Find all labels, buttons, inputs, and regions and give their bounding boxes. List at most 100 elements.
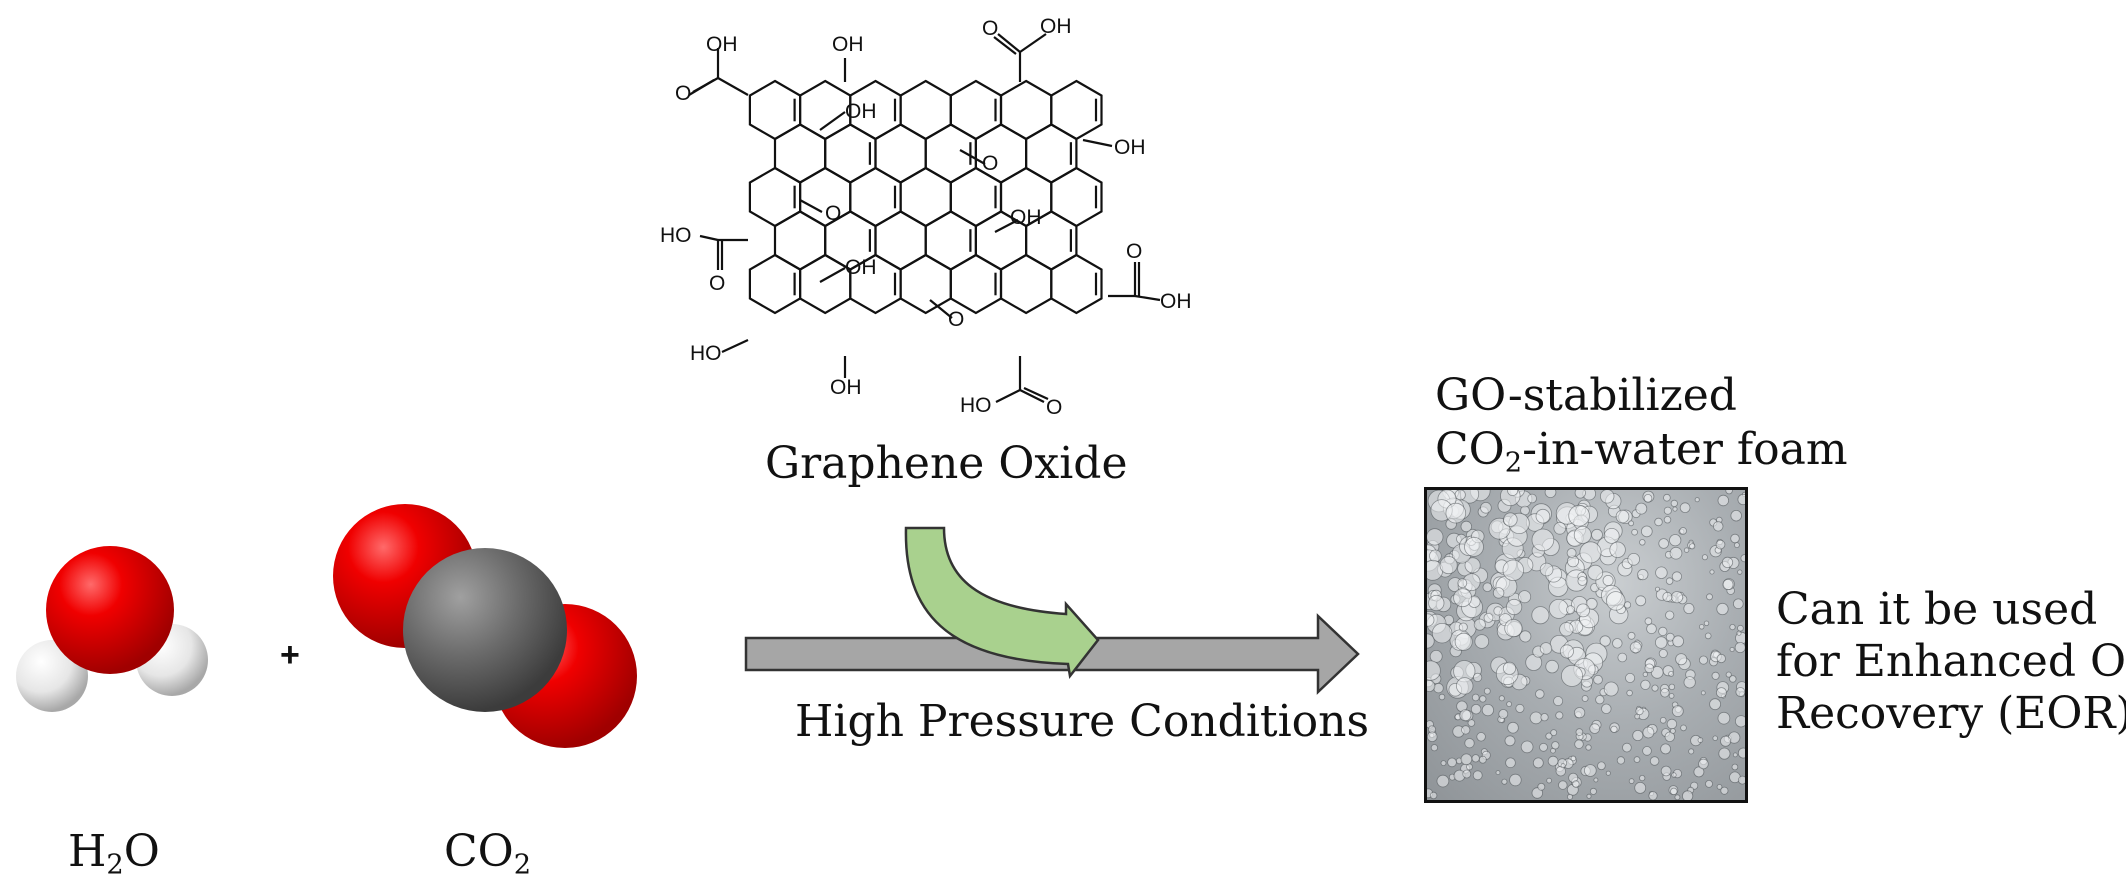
- foam-bubble: [1679, 527, 1687, 535]
- foam-bubble: [1732, 598, 1744, 610]
- foam-bubble: [1509, 773, 1522, 787]
- foam-bubble: [1716, 784, 1723, 790]
- foam-bubble: [1639, 774, 1646, 782]
- foam-bubble: [1622, 742, 1632, 753]
- foam-bubble: [1706, 593, 1713, 601]
- foam-bubble: [1666, 718, 1678, 730]
- foam-bubble: [1555, 711, 1564, 720]
- graphene-ring: [949, 253, 1003, 315]
- foam-bubble: [1572, 780, 1580, 788]
- foam-bubble: [1529, 711, 1543, 725]
- foam-bubble: [1498, 695, 1505, 702]
- go-label-oh-bottom: OH: [830, 376, 862, 399]
- foam-bubble: [1654, 517, 1663, 527]
- foam-bubble: [1720, 786, 1729, 795]
- go-label-oh-top: OH: [832, 33, 864, 56]
- foam-bubble: [1665, 577, 1674, 585]
- graphene-ring: [748, 79, 802, 141]
- foam-bubble: [1558, 780, 1568, 790]
- graphene-ring: [1050, 79, 1103, 141]
- foam-bubble: [1576, 603, 1591, 618]
- foam-bubble: [1679, 502, 1691, 514]
- foam-bubble: [1709, 698, 1722, 711]
- foam-bubble: [1717, 711, 1731, 725]
- foam-bubble: [1733, 542, 1740, 548]
- foam-bubble: [1505, 757, 1516, 769]
- foam-bubble: [1599, 635, 1611, 647]
- foam-bubble: [1655, 566, 1668, 579]
- foam-bubble: [1729, 624, 1736, 631]
- foam-bubble: [1427, 528, 1444, 546]
- foam-bubble: [1544, 490, 1557, 498]
- foam-bubble: [1633, 756, 1641, 763]
- foam-bubble: [1635, 502, 1648, 515]
- foam-bubble: [1577, 576, 1588, 586]
- foam-bubble: [1718, 747, 1731, 760]
- foam-bubble: [1480, 501, 1492, 514]
- foam-bubble: [1461, 725, 1471, 735]
- foam-bubble: [1658, 626, 1668, 636]
- foam-bubble: [1472, 770, 1483, 781]
- foam-bubble: [1459, 709, 1472, 722]
- foam-bubble: [1470, 703, 1482, 715]
- foam-bubble: [1585, 597, 1598, 610]
- foam-bubble: [1495, 770, 1501, 776]
- foam-bubble: [1597, 761, 1606, 771]
- foam-bubble: [1617, 652, 1628, 663]
- foam-bubble: [1574, 707, 1586, 719]
- foam-bubble: [1615, 509, 1630, 524]
- foam-bubble: [1589, 723, 1601, 734]
- carbon-dioxide-molecule-icon: [333, 504, 637, 748]
- graphene-ring: [874, 123, 927, 184]
- graphene-ring: [748, 166, 802, 228]
- go-label-o-inner-3: O: [948, 308, 965, 331]
- go-label-o-right: O: [1126, 240, 1143, 263]
- foam-bubble: [1436, 774, 1450, 788]
- go-label-o-top-left: O: [675, 82, 692, 105]
- foam-bubble: [1573, 526, 1592, 544]
- graphene-ring: [874, 210, 927, 271]
- foam-bubble: [1716, 602, 1729, 616]
- foam-bubble: [1693, 766, 1705, 778]
- go-label-cooh-top-left: OH: [706, 33, 738, 56]
- go-label-oh-inner-1: OH: [845, 100, 877, 123]
- foam-bubble: [1462, 769, 1472, 779]
- foam-bubble: [1429, 791, 1438, 800]
- foam-bubble: [1635, 707, 1644, 716]
- foam-bubble: [1566, 793, 1573, 800]
- foam-bubble: [1498, 709, 1509, 719]
- foam-bubble: [1669, 728, 1676, 734]
- question-line-3: Recovery (EOR)?: [1776, 688, 2126, 739]
- foam-bubble: [1671, 571, 1682, 582]
- foam-bubble: [1540, 713, 1549, 722]
- foam-bubble: [1697, 737, 1704, 743]
- foam-bubble: [1675, 653, 1688, 666]
- foam-bubble: [1479, 695, 1487, 703]
- foam-bubble: [1729, 675, 1737, 683]
- foam-bubble: [1476, 732, 1486, 742]
- go-label-oh-right-cooh: OH: [1160, 290, 1192, 313]
- foam-bubble: [1642, 746, 1652, 756]
- foam-bubble: [1610, 725, 1618, 733]
- foam-bubble: [1537, 782, 1546, 791]
- foam-bubble: [1682, 790, 1694, 800]
- foam-bubble: [1631, 528, 1638, 536]
- foam-title-line-1: GO-stabilized: [1435, 370, 1737, 421]
- foam-bubble: [1732, 752, 1738, 758]
- foam-bubble: [1483, 687, 1491, 695]
- foam-bubble: [1574, 739, 1584, 749]
- foam-bubble: [1483, 613, 1494, 623]
- foam-bubble: [1625, 672, 1636, 683]
- go-label-oh-inner-2: OH: [1010, 206, 1042, 229]
- foam-bubble: [1672, 506, 1678, 512]
- foam-bubble: [1699, 624, 1705, 630]
- foam-bubble: [1642, 726, 1655, 739]
- foam-bubble: [1427, 613, 1435, 627]
- foam-photo: [1424, 487, 1748, 803]
- foam-bubble: [1694, 497, 1700, 503]
- go-label-o-inner-1: O: [982, 152, 999, 175]
- foam-bubble: [1539, 642, 1553, 655]
- foam-bubble: [1539, 562, 1554, 577]
- foam-bubble: [1703, 620, 1710, 626]
- foam-bubble: [1616, 756, 1625, 765]
